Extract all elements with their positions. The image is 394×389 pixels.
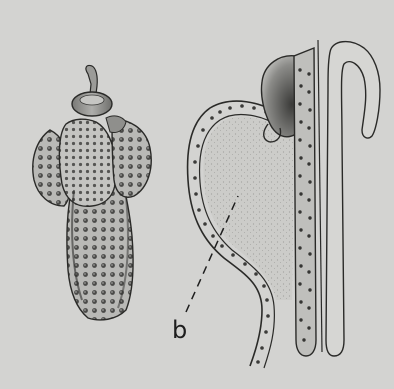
right-section-drawing [188,40,380,368]
left-organ-drawing [33,65,151,319]
label-b: b [172,318,187,342]
